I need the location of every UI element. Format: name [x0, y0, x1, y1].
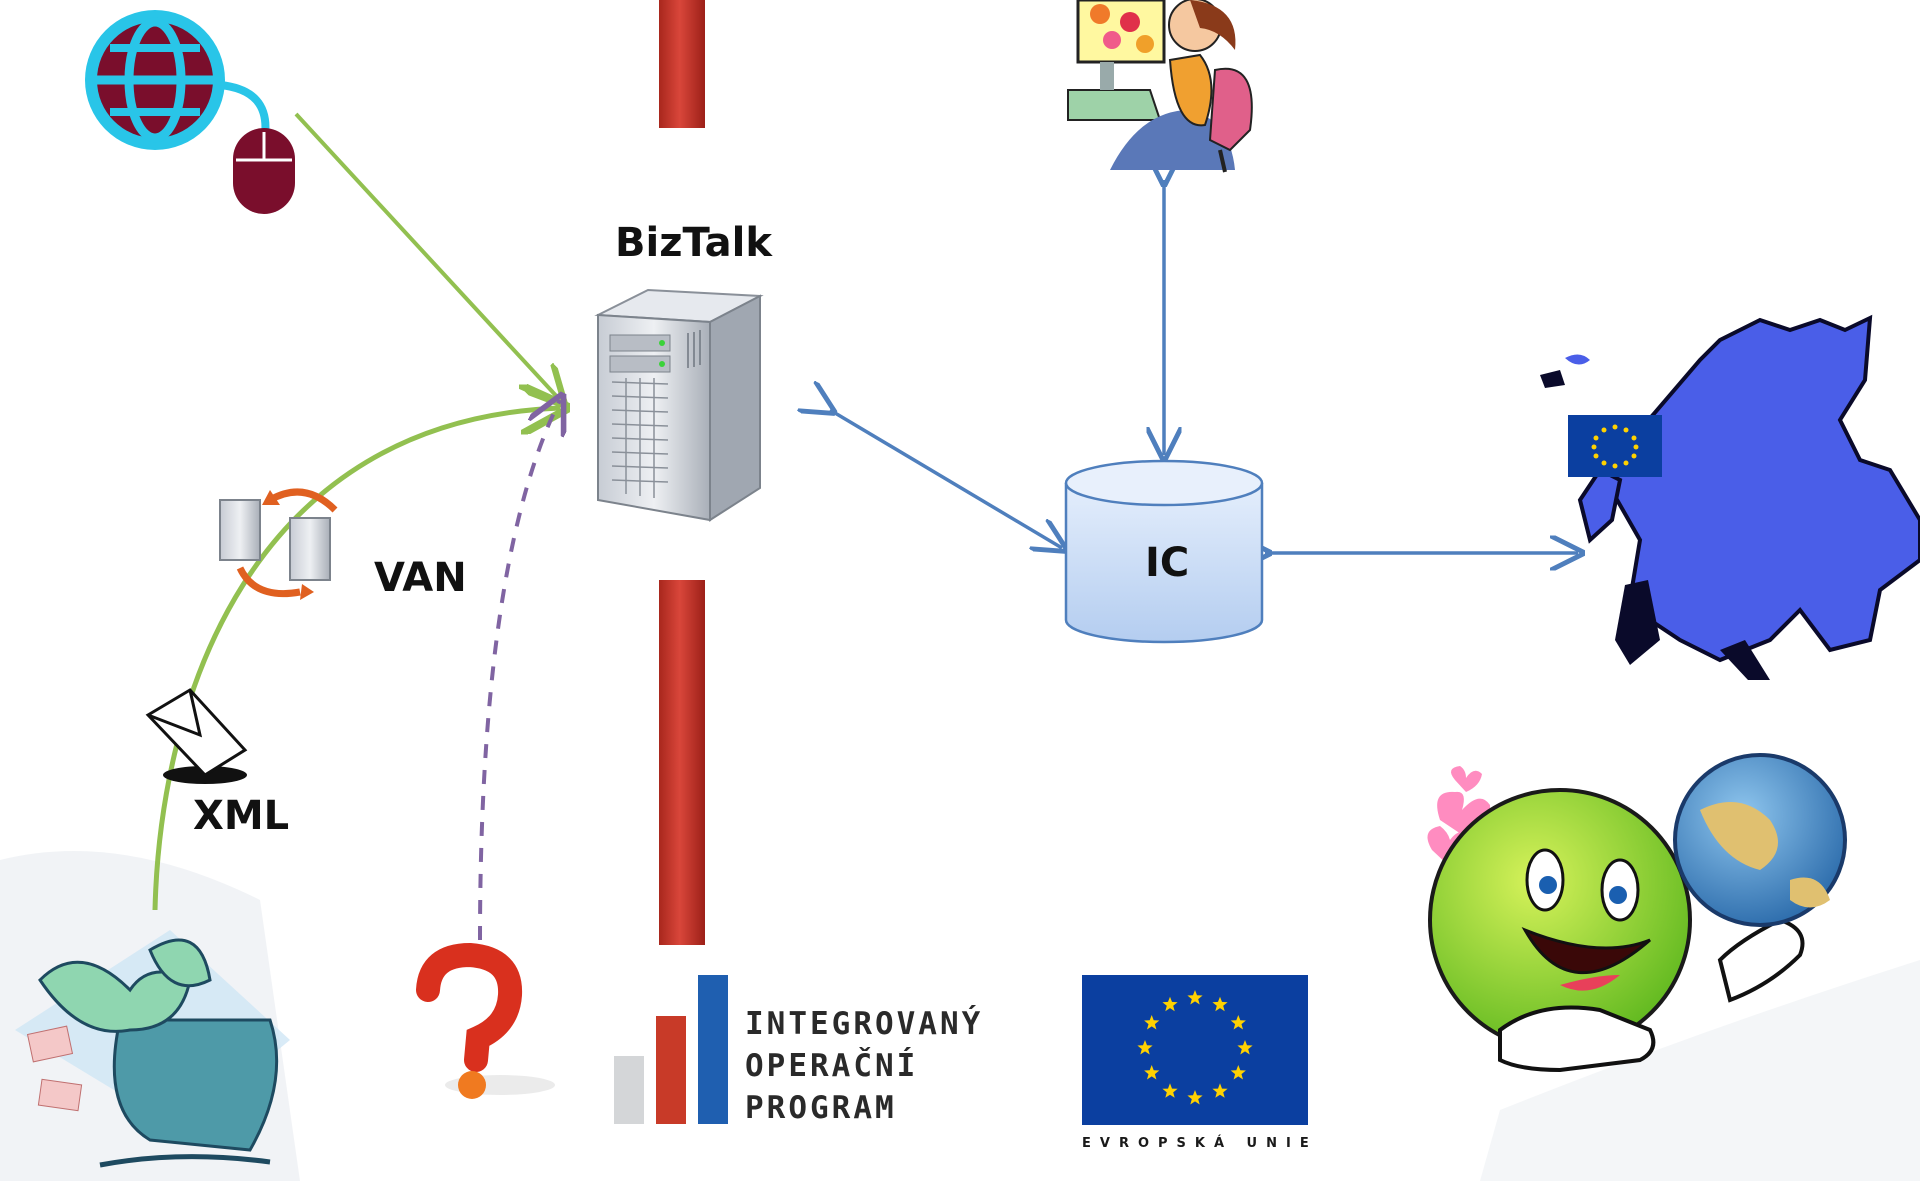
server-icon [594, 288, 764, 522]
question-to-biztalk-arrow [478, 400, 560, 941]
eu-star [1187, 1090, 1203, 1105]
database-cylinder-icon [1064, 459, 1264, 644]
envelope-icon [145, 688, 248, 784]
bottom-red-bar [659, 580, 705, 945]
eu-star [1187, 990, 1203, 1005]
eu-star [1212, 996, 1228, 1012]
top-red-bar [659, 0, 705, 128]
eu-star [1137, 1040, 1153, 1055]
eu-star [1212, 1083, 1228, 1098]
van-label: VAN [374, 555, 467, 601]
xml-to-biztalk-arrow [152, 408, 560, 911]
paper-recycle-bin-icon [15, 930, 290, 1168]
eu-flag-icon [1082, 975, 1308, 1125]
iop-line-3: PROGRAM [745, 1090, 897, 1126]
eu-star [1237, 1040, 1253, 1055]
eu-star [1230, 1015, 1246, 1030]
person-at-computer-icon [1067, 0, 1253, 173]
eu-caption: EVROPSKÁ UNIE [1082, 1136, 1318, 1151]
question-mark-icon [416, 942, 555, 1099]
europe-map-icon [1540, 314, 1920, 680]
biztalk-label: BizTalk [615, 220, 772, 266]
globe-mouse-icon [85, 10, 295, 214]
eu-star [1162, 996, 1178, 1012]
biztalk-ic-arrow [830, 410, 1062, 548]
iop-logo-icon [614, 975, 728, 1124]
iop-line-1: INTEGROVANÝ [745, 1006, 984, 1042]
ic-label: IC [1145, 540, 1190, 586]
eu-flag-small-icon [1568, 415, 1662, 477]
eu-star [1144, 1065, 1160, 1080]
xml-label: XML [193, 793, 290, 839]
iop-logo-text: INTEGROVANÝ OPERAČNÍ PROGRAM [745, 1003, 983, 1129]
smiley-with-globe-icon [1427, 753, 1847, 1073]
web-to-biztalk-arrow [294, 112, 560, 400]
eu-star [1230, 1065, 1246, 1080]
eu-star [1162, 1083, 1178, 1098]
eu-star [1144, 1015, 1160, 1030]
van-servers-icon [219, 488, 338, 600]
iop-line-2: OPERAČNÍ [745, 1048, 919, 1084]
